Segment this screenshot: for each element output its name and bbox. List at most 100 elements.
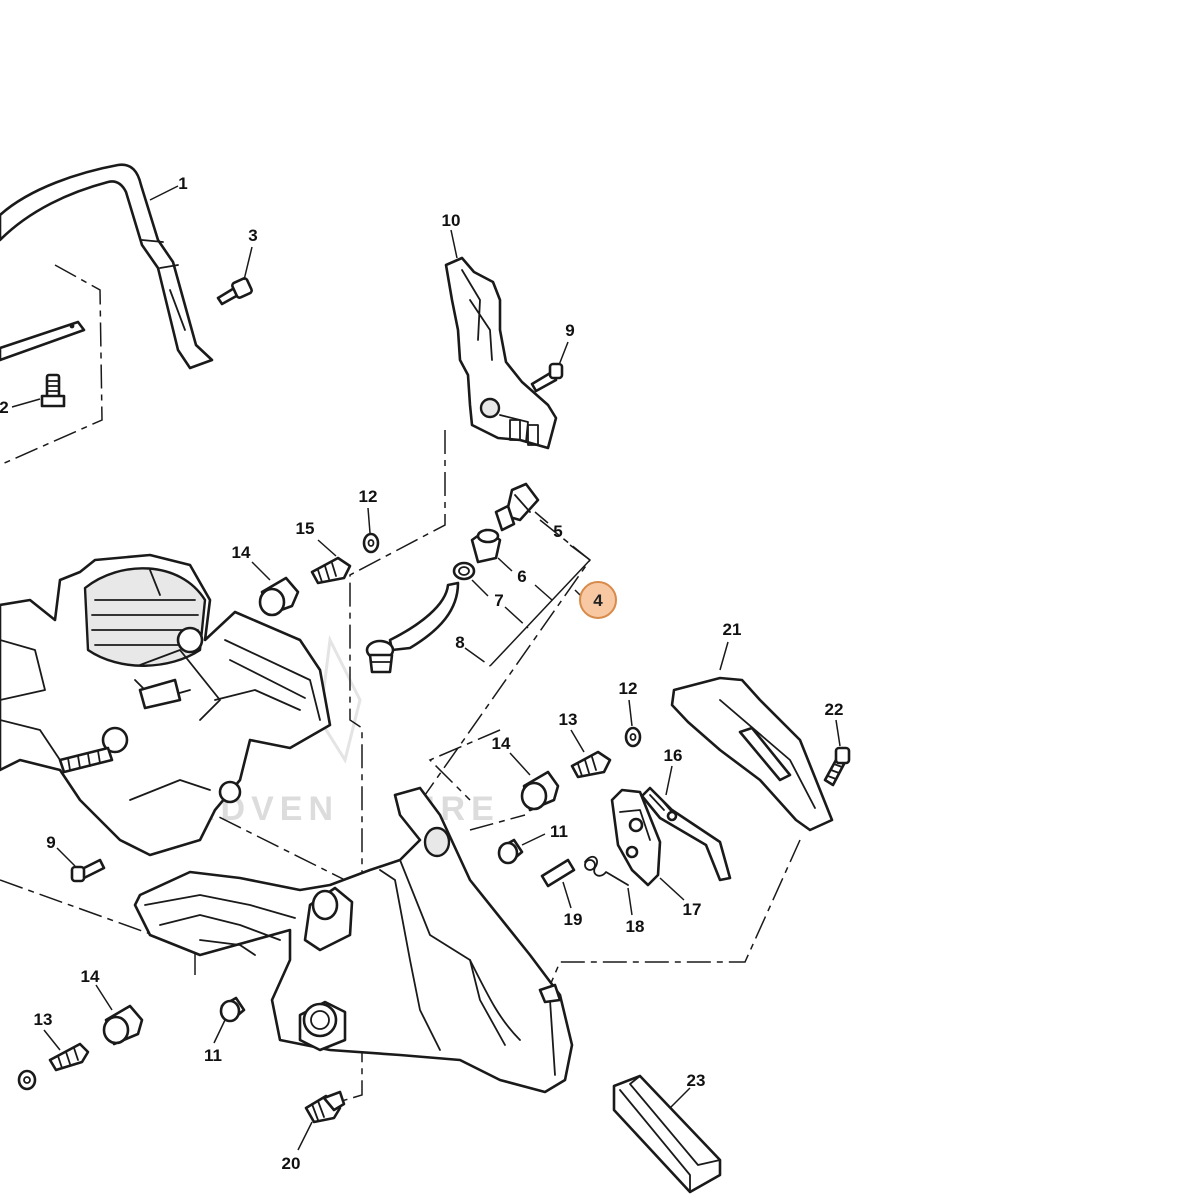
leader-17 — [659, 877, 685, 901]
callout-14-lower[interactable]: 14 — [81, 967, 100, 986]
leader-6 — [497, 557, 513, 572]
part-6-grommet — [470, 528, 502, 564]
handle-housing — [133, 786, 574, 1094]
callout-bracket-4 — [464, 544, 591, 667]
assembly-line-tube — [424, 519, 592, 796]
part-12-washer-upper — [362, 532, 380, 554]
leader-1 — [149, 185, 179, 201]
callout-11-middle[interactable]: 11 — [550, 822, 568, 841]
callout-17[interactable]: 17 — [683, 900, 702, 919]
part-13-stud-lower — [48, 1042, 90, 1072]
callout-14-upper[interactable]: 14 — [232, 543, 251, 562]
part-16-interlock-lever — [640, 786, 732, 882]
callout-labels: 1 2 3 4 5 6 7 8 9 9 10 11 11 12 12 13 13… — [0, 174, 843, 1173]
part-9-screw-upper — [530, 362, 564, 393]
leader-22 — [835, 719, 841, 747]
callout-7[interactable]: 7 — [494, 591, 503, 610]
callout-12-middle[interactable]: 12 — [619, 679, 638, 698]
part-14-buffer-middle — [520, 770, 560, 812]
callout-16[interactable]: 16 — [664, 746, 683, 765]
callout-10[interactable]: 10 — [442, 211, 461, 230]
callout-9-upper[interactable]: 9 — [565, 321, 574, 340]
bracket-tick-6 — [534, 584, 553, 601]
leader-15 — [317, 539, 337, 557]
leader-13-lower — [43, 1029, 61, 1051]
engine-crankcase — [0, 553, 332, 857]
callout-8[interactable]: 8 — [455, 633, 464, 652]
leader-9-lower — [56, 847, 76, 867]
leader-19 — [562, 881, 572, 909]
callout-11-lower[interactable]: 11 — [204, 1046, 222, 1065]
part-11-sleeve-middle — [497, 838, 524, 865]
leader-23 — [669, 1087, 691, 1109]
leader-13-middle — [570, 729, 585, 753]
part-23-rubber-block — [612, 1074, 722, 1194]
assembly-line-left-lower — [0, 879, 196, 975]
callout-9-lower[interactable]: 9 — [46, 833, 55, 852]
leader-21 — [719, 641, 729, 671]
leader-7 — [471, 579, 489, 597]
part-14-buffer-upper — [258, 576, 300, 617]
part-10-bracket — [444, 256, 558, 450]
leader-3 — [243, 246, 253, 281]
part-12-washer-middle — [624, 726, 642, 748]
callout-12-upper[interactable]: 12 — [359, 487, 378, 506]
assembly-line-center-short — [428, 729, 501, 801]
part-8-hose — [365, 581, 460, 674]
callout-2[interactable]: 2 — [0, 398, 9, 417]
callout-20[interactable]: 20 — [282, 1154, 301, 1173]
callout-18[interactable]: 18 — [626, 917, 645, 936]
part-2-screw — [40, 373, 66, 408]
leader-14-upper — [251, 561, 271, 581]
leader-12-middle — [628, 699, 633, 727]
part-left-strip — [0, 320, 86, 362]
leader-9-upper — [558, 341, 569, 366]
part-20-fitting — [304, 1090, 346, 1124]
part-21-grip-cover — [670, 676, 834, 832]
assembly-line-buffer — [469, 814, 526, 831]
leader-5 — [534, 511, 549, 524]
leader-12-upper — [367, 507, 371, 534]
assembly-line-right — [547, 839, 801, 991]
callout-15[interactable]: 15 — [296, 519, 315, 538]
part-7-ring — [452, 561, 476, 581]
part-18-spring — [584, 855, 629, 886]
bracket-spine — [489, 559, 591, 667]
leader-20 — [297, 1121, 313, 1151]
part-1-handle-bar — [0, 163, 214, 370]
callout-1[interactable]: 1 — [178, 174, 187, 193]
assembly-line-center — [327, 430, 446, 1106]
leader-11-lower — [213, 1019, 226, 1044]
part-9-screw-lower — [70, 858, 106, 883]
leader-14-middle — [509, 752, 531, 776]
part-17-trigger — [610, 788, 662, 887]
part-22-screw — [823, 746, 851, 787]
part-12-washer-lower — [17, 1069, 37, 1091]
assembly-line-left-handle — [0, 264, 103, 466]
callout-19[interactable]: 19 — [564, 910, 583, 929]
callout-6[interactable]: 6 — [517, 567, 526, 586]
callout-14-middle[interactable]: 14 — [492, 734, 511, 753]
leader-16 — [665, 765, 673, 796]
callout-highlight-circle[interactable] — [579, 581, 617, 619]
assembly-lines — [0, 264, 801, 1106]
callout-4[interactable]: 4 — [593, 591, 603, 610]
leader-lines — [11, 185, 841, 1151]
part-3-screw — [216, 277, 253, 306]
leader-14-lower — [95, 984, 113, 1011]
part-14-buffer-lower — [102, 1004, 144, 1046]
bracket-tick-5 — [569, 544, 591, 561]
callout-3[interactable]: 3 — [248, 226, 257, 245]
callout-13-lower[interactable]: 13 — [34, 1010, 53, 1029]
callout-23[interactable]: 23 — [687, 1071, 706, 1090]
part-15-stud — [310, 556, 352, 585]
leader-10 — [450, 229, 458, 259]
callout-5[interactable]: 5 — [553, 522, 562, 541]
part-11-sleeve-lower — [219, 996, 246, 1023]
callout-21[interactable]: 21 — [723, 620, 742, 639]
callout-22[interactable]: 22 — [825, 700, 844, 719]
part-19-pin — [540, 858, 576, 888]
callout-13-middle[interactable]: 13 — [559, 710, 578, 729]
part-5-fitting — [494, 482, 540, 532]
